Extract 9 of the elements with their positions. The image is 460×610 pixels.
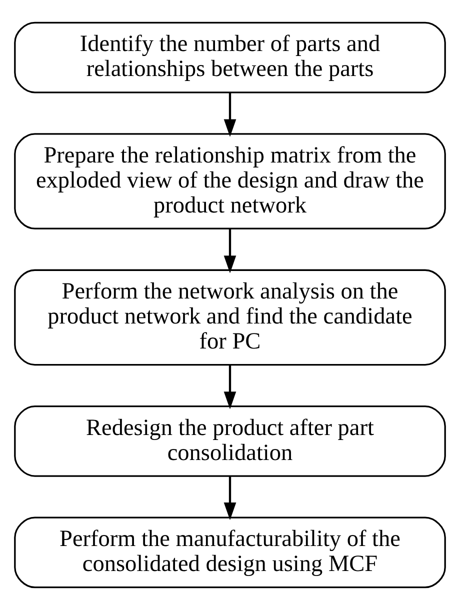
arrow xyxy=(224,228,236,274)
node-box: Perform the manufacturability of the consolidated design using MCF xyxy=(14,516,446,588)
node-box: Prepare the relationship matrix from the exploded view of the design and draw the product network xyxy=(14,133,446,230)
arrow xyxy=(224,365,236,410)
arrow xyxy=(224,92,236,137)
arrow xyxy=(224,476,236,520)
node-box: Perform the network analysis on the product network and find the candidate for PC xyxy=(14,269,446,366)
node-box: Redesign the product after part consolidation xyxy=(14,405,446,477)
node-box: Identify the number of parts and relationships between the parts xyxy=(14,22,446,94)
